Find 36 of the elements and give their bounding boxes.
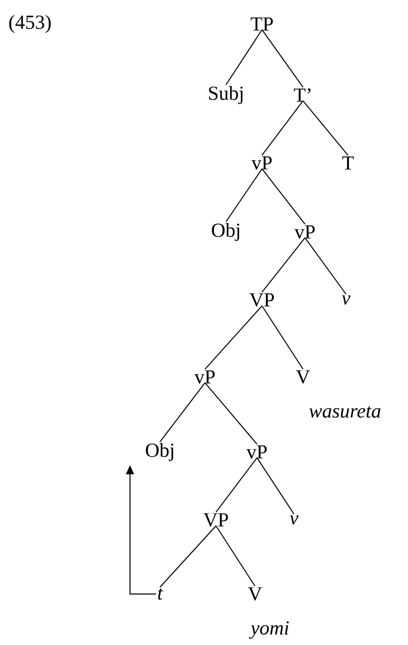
tree-node-label: v	[290, 515, 298, 525]
gloss-text: wasureta	[309, 406, 380, 418]
tree-node-label: v	[342, 295, 350, 305]
tree-node-label: vP	[251, 156, 272, 170]
gloss-text: yomi	[248, 621, 289, 639]
tree-node-label: vP	[246, 445, 267, 459]
tree-node-label: VP	[203, 513, 228, 527]
example-number: (453)	[9, 14, 51, 34]
tree-node-label: VP	[249, 293, 274, 307]
tree-branch	[256, 457, 294, 515]
tree-node-label: t	[158, 588, 164, 600]
tree-branch	[262, 305, 304, 370]
tree-branch	[302, 100, 348, 156]
tree-node-label: Subj	[209, 86, 243, 104]
tree-branch	[160, 525, 216, 588]
tree-branch	[262, 168, 306, 225]
tree-branch	[226, 168, 262, 222]
tree-branch	[226, 29, 262, 86]
tree-node-label: T	[342, 156, 354, 170]
tree-node-label: V	[248, 587, 262, 601]
tree-node-label: V	[296, 370, 310, 384]
tree-node-label: TP	[250, 17, 273, 31]
tree-branch	[262, 237, 306, 293]
tree-branch	[204, 382, 258, 445]
tree-branch	[204, 305, 262, 370]
tree-branch	[216, 525, 256, 587]
tree-branch	[216, 457, 258, 513]
tree-branch	[304, 237, 346, 295]
tree-node-label: vP	[294, 225, 315, 239]
tree-branch	[262, 29, 304, 88]
tree-branch	[160, 382, 206, 442]
tree-node-label: T’	[294, 88, 310, 102]
tree-node-label: Obj	[212, 222, 240, 242]
tree-node-label: Obj	[146, 442, 174, 462]
tree-node-label: vP	[194, 370, 215, 384]
tree-branch	[262, 100, 304, 156]
